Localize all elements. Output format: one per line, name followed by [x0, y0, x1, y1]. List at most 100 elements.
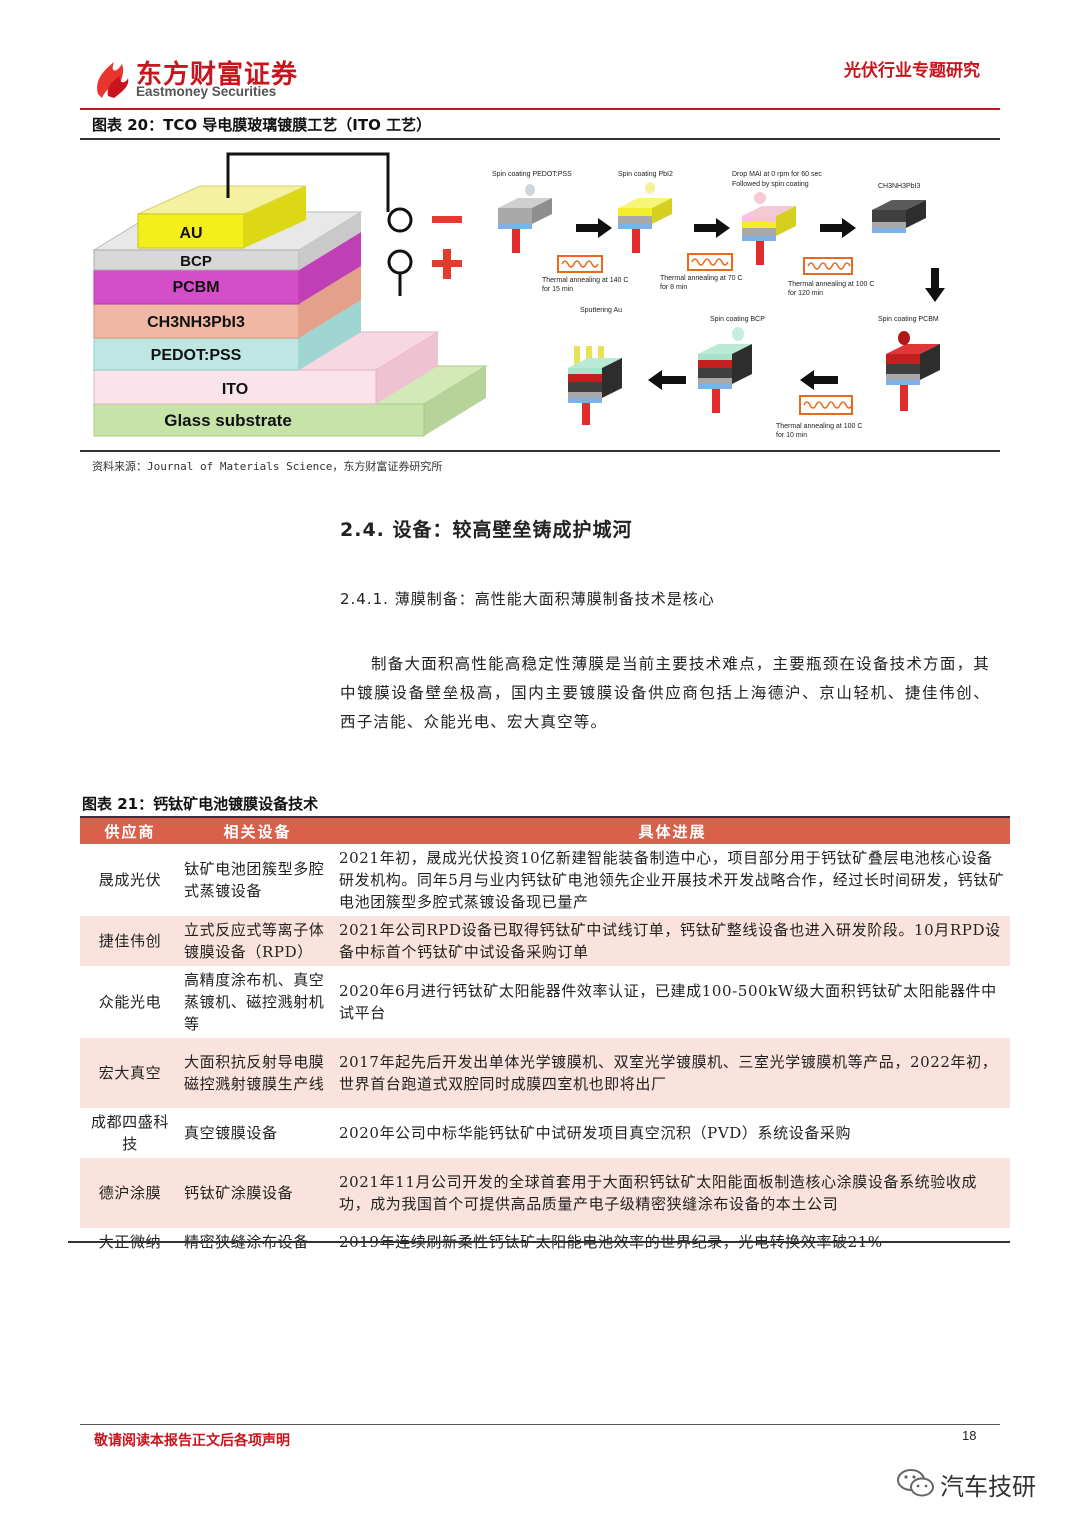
au-side-face	[244, 186, 306, 248]
table21-title: 图表 21：钙钛矿电池镀膜设备技术	[82, 795, 319, 813]
body-paragraph: 制备大面积高性能高稳定性薄膜是当前主要技术难点，主要瓶颈在设备技术方面，其中镀膜…	[340, 655, 990, 731]
cell-supplier: 德沪涂膜	[98, 1184, 162, 1202]
step2-substrate	[618, 182, 672, 253]
bcp-side-face	[299, 212, 361, 270]
cell-equipment: 大面积抗反射导电膜磁控溅射镀膜生产线	[184, 1053, 325, 1093]
table-row: 德沪涂膜 钙钛矿涂膜设备 2021年11月公司开发的全球首套用于大面积钙钛矿太阳…	[80, 1158, 1010, 1228]
footer-disclaimer: 敬请阅读本报告正文后各项声明	[94, 1433, 290, 1449]
section-title: 2.4. 设备：较高壁垒铸成护城河	[340, 519, 633, 541]
cell-progress: 2017年起先后开发出单体光学镀膜机、双室光学镀膜机、三室光学镀膜机等产品，20…	[339, 1053, 998, 1093]
perovskite-front-face	[93, 303, 300, 339]
cell-progress: 2021年11月公司开发的全球首套用于大面积钙钛矿太阳能面板制造核心涂膜设备系统…	[339, 1173, 978, 1213]
logo-cn-text: 东方财富证券	[136, 60, 299, 90]
glass-side-face	[424, 366, 486, 436]
arrow-down-icon	[925, 268, 945, 302]
step-label-pcbm: Spin coating PCBM	[878, 316, 939, 323]
figure20-source: 资料来源：Journal of Materials Science，东方财富证券…	[92, 460, 443, 473]
figure20-title: 图表 20：TCO 导电膜玻璃镀膜工艺（ITO 工艺）	[92, 116, 432, 134]
terminal-positive	[387, 249, 413, 275]
anneal-coil-3	[803, 257, 853, 275]
anneal-label-4a: Thermal annealing at 100 C	[776, 423, 862, 430]
layer-label-au: AU	[179, 225, 202, 242]
layer-label-glass: Glass substrate	[164, 411, 292, 430]
anneal-label-1b: for 15 min	[542, 286, 573, 293]
wechat-icon	[897, 1469, 934, 1497]
table-row: 晟成光伏 钛矿电池团簇型多腔式蒸镀设备 2021年初，晟成光伏投资10亿新建智能…	[80, 844, 1010, 916]
arrow-left-2-icon	[648, 370, 686, 390]
anneal-label-1a: Thermal annealing at 140 C	[542, 277, 628, 284]
wire-top	[226, 152, 390, 212]
header-divider	[80, 108, 1000, 110]
header-equipment: 相关设备	[223, 822, 292, 841]
cell-supplier: 成都四盛科技	[90, 1113, 169, 1153]
layer-label-perovskite: CH3NH3PbI3	[147, 314, 245, 331]
figure20-bottom-rule	[80, 450, 1000, 452]
step7-substrate	[568, 346, 622, 425]
anneal-coil-2	[687, 253, 733, 271]
cell-supplier: 捷佳伟创	[98, 932, 162, 950]
table21-bottom-rule	[68, 1241, 1010, 1243]
au-front-face	[137, 213, 245, 249]
table-row: 成都四盛科技 真空镀膜设备 2020年公司中标华能钙钛矿中试研发项目真空沉积（P…	[80, 1108, 1010, 1158]
step-label-perovskite: CH3NH3PbI3	[878, 183, 921, 190]
arrow-left-1-icon	[800, 370, 838, 390]
layer-label-pcbm: PCBM	[172, 279, 219, 296]
step3-substrate	[742, 192, 796, 265]
anneal-label-4b: for 10 min	[776, 432, 807, 439]
cell-supplier: 宏大真空	[98, 1064, 162, 1082]
arrow-right-3-icon	[820, 218, 856, 238]
pedot-side-face	[299, 300, 361, 370]
header-supplier: 供应商	[104, 822, 156, 841]
terminal-negative	[387, 207, 413, 233]
arrow-right-1-icon	[576, 218, 612, 238]
cell-equipment: 真空镀膜设备	[184, 1124, 278, 1142]
logo-en-text: Eastmoney Securities	[136, 84, 277, 99]
pcbm-side-face	[299, 232, 361, 304]
table-header-row: 供应商 相关设备 具体进展	[80, 818, 1010, 844]
step-label-pedot: Spin coating PEDOT:PSS	[492, 171, 572, 178]
cell-equipment: 立式反应式等离子体镀膜设备（RPD）	[184, 921, 325, 961]
step-label-pbi2: Spin coating PbI2	[618, 171, 673, 178]
ito-side-face	[376, 332, 438, 404]
anneal-coil-4	[799, 395, 853, 415]
cell-equipment: 钙钛矿涂膜设备	[184, 1184, 294, 1202]
step-label-sputter: Sputtering Au	[580, 307, 622, 314]
step5-substrate	[886, 331, 940, 411]
cell-progress: 2021年公司RPD设备已取得钙钛矿中试线订单，钙钛矿整线设备也进入研发阶段。1…	[339, 921, 1001, 961]
minus-sign-icon	[432, 216, 462, 223]
cell-progress: 2021年初，晟成光伏投资10亿新建智能装备制造中心，项目部分用于钙钛矿叠层电池…	[339, 849, 1005, 911]
figure20-top-rule	[80, 138, 1000, 140]
anneal-coil-1	[557, 255, 603, 273]
layer-label-pedot: PEDOT:PSS	[151, 347, 242, 364]
watermark: 汽车技研	[896, 1466, 1056, 1502]
device-stack-diagram: Glass substrate ITO PEDOT:PSS CH3NH3PbI3…	[92, 152, 488, 437]
anneal-label-2a: Thermal annealing at 70 C	[660, 275, 743, 282]
step4-substrate	[872, 200, 926, 233]
cell-progress: 2020年公司中标华能钙钛矿中试研发项目真空沉积（PVD）系统设备采购	[339, 1124, 852, 1142]
fabrication-process-diagram: Spin coating PEDOT:PSS Spin coating PbI2…	[492, 171, 945, 439]
table-row: 众能光电 高精度涂布机、真空蒸镀机、磁控溅射机等 2020年6月进行钙钛矿太阳能…	[80, 966, 1010, 1038]
anneal-label-2b: for 8 min	[660, 284, 687, 291]
plus-sign-icon-v	[443, 249, 451, 279]
watermark-text: 汽车技研	[940, 1473, 1036, 1501]
footer-divider	[80, 1424, 1000, 1425]
step-label-mai-2: Followed by spin coating	[732, 181, 809, 188]
step1-substrate	[498, 184, 552, 253]
flame-logo-icon	[97, 62, 129, 98]
step-label-mai-1: Drop MAI at 0 rpm for 60 sec	[732, 171, 822, 178]
ito-front-face	[93, 369, 377, 405]
cell-supplier: 晟成光伏	[98, 871, 162, 889]
table21-top-rule	[80, 816, 1010, 818]
report-type: 光伏行业专题研究	[844, 61, 980, 81]
page-number: 18	[962, 1428, 977, 1443]
table-row: 宏大真空 大面积抗反射导电膜磁控溅射镀膜生产线 2017年起先后开发出单体光学镀…	[80, 1038, 1010, 1108]
cell-supplier: 众能光电	[98, 993, 162, 1011]
cell-progress: 2020年6月进行钙钛矿太阳能器件效率认证，已建成100-500kW级大面积钙钛…	[339, 982, 997, 1022]
step6-substrate	[698, 327, 752, 413]
step-label-bcp: Spin coating BCP	[710, 316, 765, 323]
perovskite-side-face	[299, 266, 361, 338]
anneal-label-3a: Thermal annealing at 100 C	[788, 281, 874, 288]
header-progress: 具体进展	[638, 822, 707, 841]
company-logo: 东方财富证券 Eastmoney Securities	[92, 52, 322, 104]
table-row: 捷佳伟创 立式反应式等离子体镀膜设备（RPD） 2021年公司RPD设备已取得钙…	[80, 916, 1010, 966]
